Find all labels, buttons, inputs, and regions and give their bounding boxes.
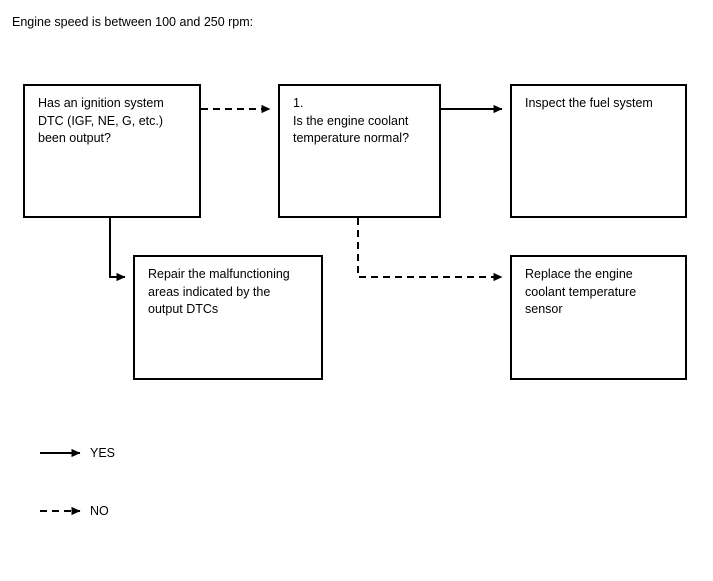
node-coolant-temp[interactable]: 1. Is the engine coolant temperature nor… xyxy=(278,84,441,218)
node-inspect-fuel-label: Inspect the fuel system xyxy=(525,96,653,110)
legend-no-label: NO xyxy=(90,504,109,518)
node-ignition-dtc-label: Has an ignition system DTC (IGF, NE, G, … xyxy=(38,96,164,145)
node-inspect-fuel[interactable]: Inspect the fuel system xyxy=(510,84,687,218)
node-repair-dtc[interactable]: Repair the malfunctioning areas indicate… xyxy=(133,255,323,380)
edge-coolant-to-replace xyxy=(357,218,503,282)
node-coolant-temp-label: 1. Is the engine coolant temperature nor… xyxy=(293,96,410,145)
node-replace-ects-label: Replace the engine coolant temperature s… xyxy=(525,267,637,316)
legend-yes-label: YES xyxy=(90,446,116,460)
node-replace-ects[interactable]: Replace the engine coolant temperature s… xyxy=(510,255,687,380)
edge-ignition-to-repair xyxy=(109,218,126,282)
page-title: Engine speed is between 100 and 250 rpm: xyxy=(12,15,254,29)
node-ignition-dtc[interactable]: Has an ignition system DTC (IGF, NE, G, … xyxy=(23,84,201,218)
node-repair-dtc-label: Repair the malfunctioning areas indicate… xyxy=(148,267,290,316)
